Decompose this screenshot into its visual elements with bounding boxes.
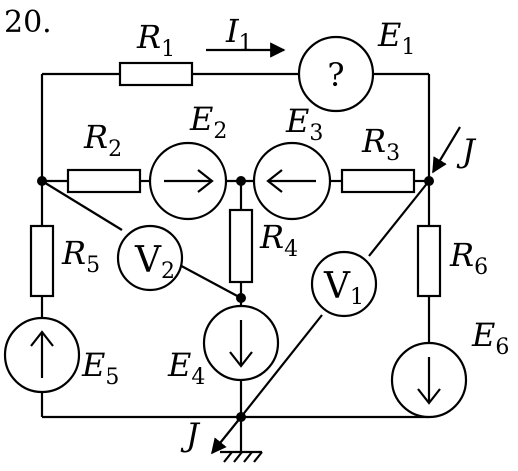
resistor-r3	[340, 168, 416, 194]
label-i1: I1	[225, 12, 253, 56]
label-e1: E1	[377, 16, 415, 60]
current-source-j-arrow-in	[432, 126, 461, 174]
node-center	[236, 176, 246, 186]
problem-number: 20.	[4, 5, 52, 40]
node-right	[424, 176, 434, 186]
node-r4-e4	[236, 293, 246, 303]
node-left	[37, 176, 47, 186]
resistor-r2	[66, 168, 142, 194]
label-r3: R3	[361, 122, 400, 166]
source-e5	[3, 316, 81, 394]
voltmeter-v2: V2	[116, 224, 184, 292]
label-e5: E5	[81, 346, 119, 390]
label-r2: R2	[83, 118, 122, 162]
label-j-top: J	[456, 132, 477, 170]
source-e6	[390, 341, 468, 419]
label-r4: R4	[259, 218, 298, 262]
current-source-j-arrow-out	[211, 416, 242, 455]
label-j-bottom: J	[180, 416, 201, 454]
node-bottom	[236, 412, 246, 422]
label-r1: R1	[136, 18, 175, 62]
voltmeter-v1: V1	[310, 250, 378, 318]
source-e1: ?	[297, 35, 375, 113]
resistor-r6	[416, 224, 442, 298]
label-e3: E3	[285, 102, 323, 146]
source-e3	[252, 141, 332, 221]
e1-unknown-symbol: ?	[327, 56, 344, 94]
label-r5: R5	[61, 234, 100, 278]
resistor-r5	[29, 224, 55, 298]
resistor-r4	[228, 208, 254, 284]
label-e4: E4	[167, 346, 205, 390]
v2-label: V2	[134, 240, 175, 284]
resistor-r1	[118, 61, 194, 87]
source-e4	[202, 304, 280, 382]
label-e6: E6	[471, 316, 509, 360]
source-e2	[148, 141, 228, 221]
v1-label: V1	[323, 266, 364, 310]
label-e2: E2	[189, 100, 227, 144]
label-r6: R6	[449, 236, 488, 280]
